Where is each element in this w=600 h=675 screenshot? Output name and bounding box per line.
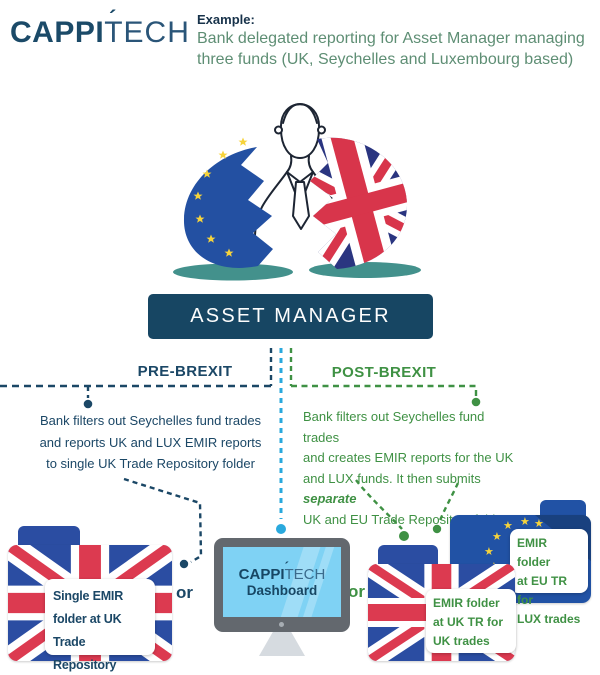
uk-folder-dot [179, 559, 189, 569]
eu-star-icon: ★ [520, 516, 530, 528]
or-label-right: or [348, 582, 365, 601]
header-description: Bank delegated reporting for Asset Manag… [197, 30, 585, 68]
eu-flag-half-icon [183, 137, 273, 268]
pre-brexit-label: PRE-BREXIT [125, 363, 245, 380]
dashboard-cappitech-logo: CAPPITECH ´ [238, 559, 326, 583]
uk-flag-half-icon [310, 137, 408, 270]
monitor-power-dot [279, 622, 284, 627]
logo-accent-mark: ´ [109, 6, 117, 31]
post-brexit-label: POST-BREXIT [320, 364, 448, 381]
separate-emphasis: separate [303, 491, 357, 506]
eu-star-icon: ★ [503, 520, 513, 532]
logo-accent-mark: ´ [284, 559, 289, 574]
post-line-1: Bank filters out Seychelles fund trades [303, 409, 485, 445]
dashboard-screen: CAPPITECH ´ Dashboard [223, 547, 341, 617]
eu-tr-folder-label: EMIR folder at EU TR for LUX trades [510, 529, 588, 626]
logo-text-thin: TECH [104, 16, 190, 49]
post-fork-left-dot [399, 531, 409, 541]
post-brexit-dot [471, 397, 481, 407]
post-line-3: and LUX funds. It then submits separate [303, 470, 481, 507]
post-line-2: and creates EMIR reports for the UK [303, 450, 514, 465]
monitor-stand [259, 632, 305, 656]
shadow-ellipse-right [309, 262, 421, 278]
asset-manager-banner: ASSET MANAGER [148, 294, 433, 339]
brexit-split-illustration [173, 103, 421, 281]
eu-star-icon: ★ [492, 531, 502, 543]
cappitech-logo: CAPPITECH ´ [10, 6, 190, 50]
example-label: Example: [197, 12, 255, 27]
uk-tr-folder-label: EMIR folder at UK TR for UK trades [426, 589, 516, 653]
post-brexit-description: Bank filters out Seychelles fund trades … [303, 407, 518, 530]
pre-brexit-dot [83, 399, 93, 409]
or-label-left: or [176, 583, 193, 602]
single-emir-folder-label: Single EMIR folder at UK Trade Repositor… [45, 579, 155, 672]
shadow-ellipse-left [173, 263, 293, 281]
dashboard-dot [276, 524, 286, 534]
eu-star-icon: ★ [484, 546, 494, 558]
pre-brexit-description: Bank filters out Seychelles fund trades … [39, 413, 262, 471]
eu-star-icon: ★ [534, 518, 544, 530]
logo-text-bold: CAPPI [10, 16, 105, 49]
post-brexit-horizontal-line [291, 384, 478, 396]
dashboard-label: Dashboard [246, 583, 318, 598]
